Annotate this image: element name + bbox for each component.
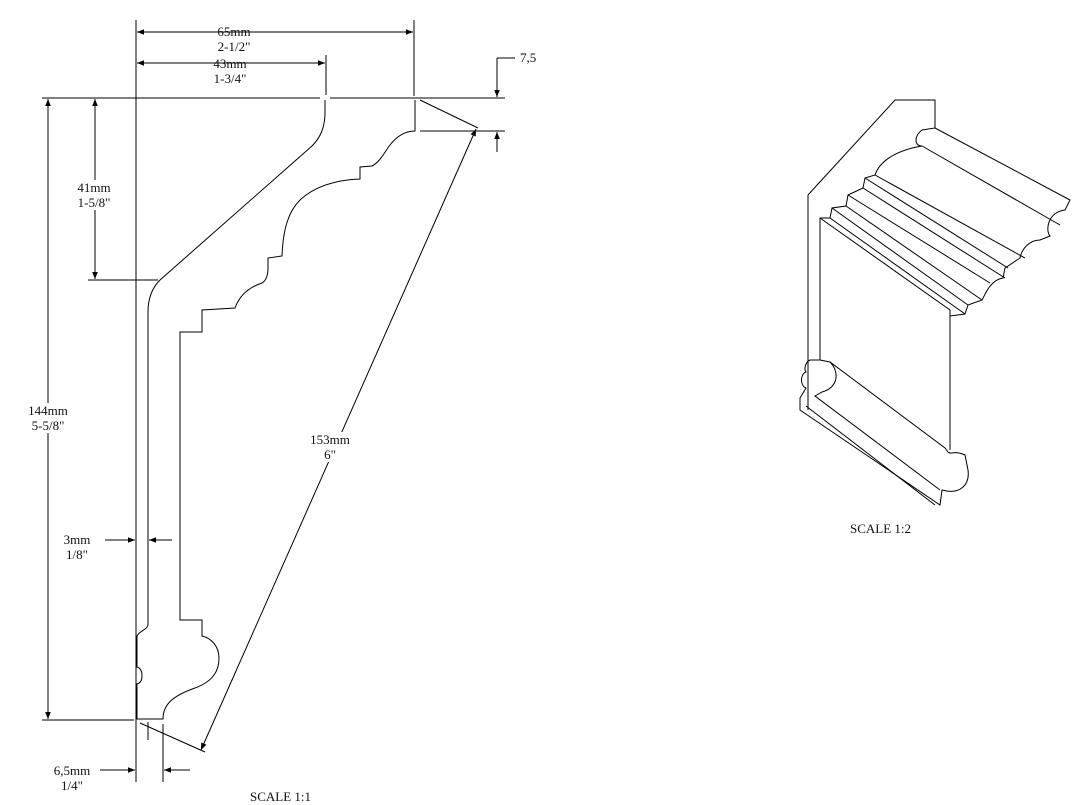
dim-mm-label: 41mm: [77, 180, 111, 195]
dim-in-label: 5-5/8": [31, 418, 65, 433]
iso-view: [799, 99, 1071, 506]
dim-65mm: 65mm 2-1/2": [154, 24, 314, 54]
dim-153mm: 153mm 6": [300, 432, 360, 462]
dim-6-5mm: 6,5mm 1/4": [44, 763, 100, 793]
dim-mm-label: 43mm: [213, 56, 247, 71]
dim-mm-label: 6,5mm: [53, 763, 91, 778]
dim-mm-label: 144mm: [28, 403, 68, 418]
dim-in-label: 1-3/4": [213, 71, 247, 86]
dim-in-label: 1-5/8": [77, 195, 111, 210]
dim-in-label: 2-1/2": [217, 39, 251, 54]
scale-1-2-label: SCALE 1:2: [850, 521, 912, 536]
dim-144mm: 144mm 5-5/8": [18, 403, 78, 433]
molding-profile: [136, 100, 416, 720]
dim-3mm: 3mm 1/8": [52, 532, 102, 562]
dim-in-label: 1/8": [66, 547, 88, 562]
dim-mm-label: 7,5: [520, 50, 537, 65]
scale-1-1-label: SCALE 1:1: [250, 789, 312, 804]
dim-mm-label: 153mm: [310, 432, 350, 447]
dim-mm-label: 65mm: [217, 24, 251, 39]
dim-41mm: 41mm 1-5/8": [62, 180, 126, 210]
dim-mm-label: 3mm: [63, 532, 91, 547]
dim-in-label: 6": [324, 447, 336, 462]
extension-lines: [42, 20, 505, 782]
dim-43mm: 43mm 1-3/4": [190, 56, 270, 86]
dimension-lines: [45, 29, 515, 773]
dim-in-label: 1/4": [61, 778, 83, 793]
dim-7-5: 7,5: [520, 50, 536, 65]
